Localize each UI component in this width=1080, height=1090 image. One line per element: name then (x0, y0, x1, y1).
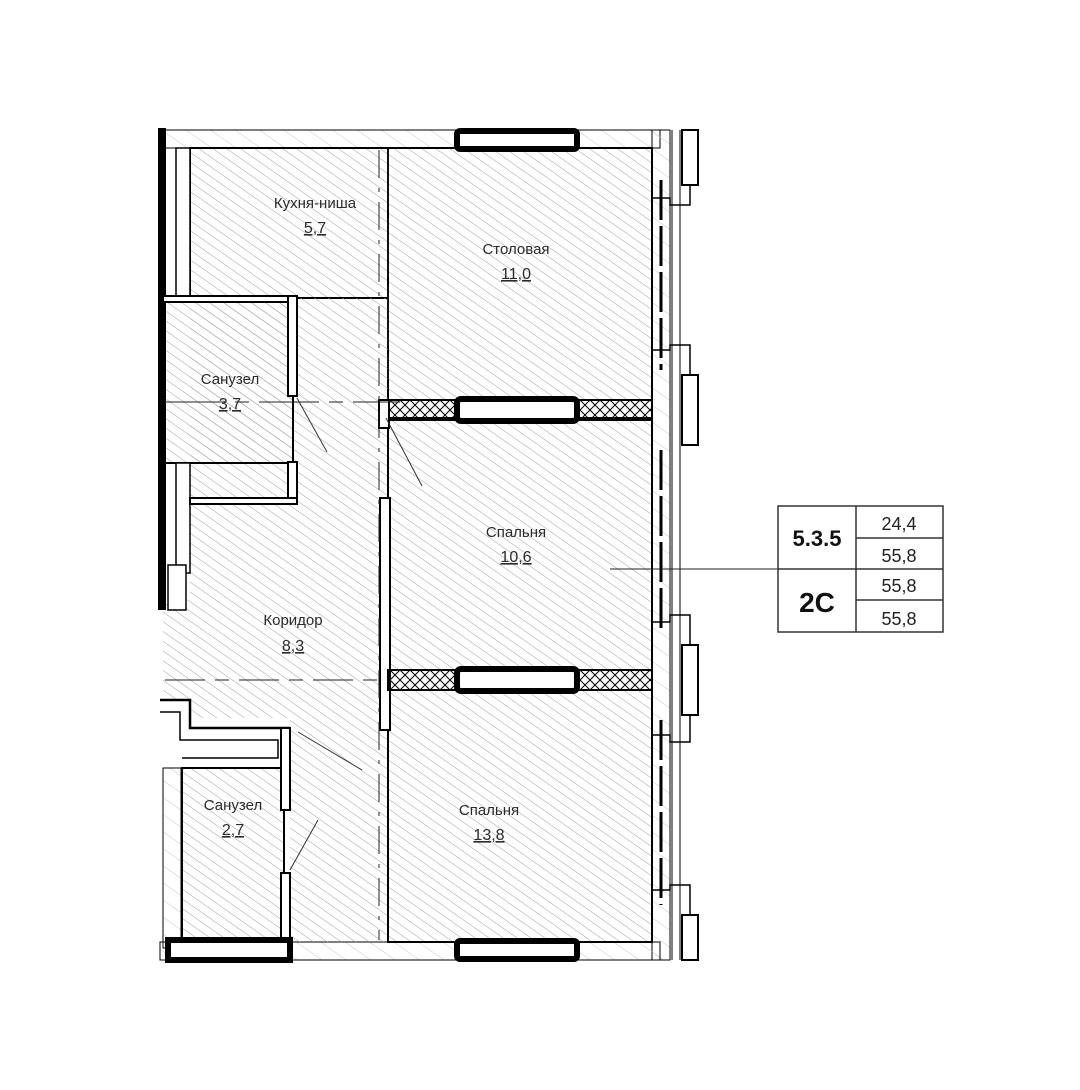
room-labels: Кухня-ниша 5,7 Столовая 11,0 Санузел 3,7… (201, 195, 550, 844)
room-name-kitchen: Кухня-ниша (274, 195, 357, 212)
bathroom-1-walls (162, 295, 328, 505)
axis-lines (165, 150, 400, 940)
room-area-kitchen: 5,7 (304, 220, 326, 237)
room-area-bathroom-1: 3,7 (219, 396, 241, 413)
apartment-code: 5.3.5 (793, 526, 842, 551)
area-value-3: 55,8 (881, 576, 916, 596)
wall-left-inner (175, 147, 191, 299)
area-value-2: 55,8 (881, 546, 916, 566)
area-value-1: 24,4 (881, 514, 916, 534)
room-name-bathroom-1: Санузел (201, 371, 259, 388)
bathroom-2-walls (160, 698, 319, 963)
apartment-type: 2С (799, 587, 835, 618)
window-top (454, 128, 580, 152)
window-bottom (454, 938, 580, 962)
floor-areas (162, 147, 653, 949)
room-name-bathroom-2: Санузел (204, 797, 262, 814)
room-area-dining: 11,0 (501, 266, 531, 283)
facade-right (652, 129, 699, 961)
partition-wall-1 (378, 396, 653, 487)
wall-left (158, 128, 166, 610)
room-name-dining: Столовая (482, 241, 549, 258)
room-area-bedroom-2: 13,8 (473, 827, 504, 844)
area-value-4: 55,8 (881, 609, 916, 629)
room-area-bathroom-2: 2,7 (222, 822, 244, 839)
room-name-bedroom-2: Спальня (459, 802, 519, 819)
room-name-bedroom-1: Спальня (486, 524, 546, 541)
partition-wall-2 (297, 497, 653, 771)
exterior-wall-top (159, 129, 661, 149)
apartment-info-table: 5.3.5 2С 24,4 55,8 55,8 55,8 (777, 505, 944, 633)
room-name-corridor: Коридор (263, 612, 322, 629)
room-area-corridor: 8,3 (282, 638, 304, 655)
room-area-bedroom-1: 10,6 (500, 549, 531, 566)
